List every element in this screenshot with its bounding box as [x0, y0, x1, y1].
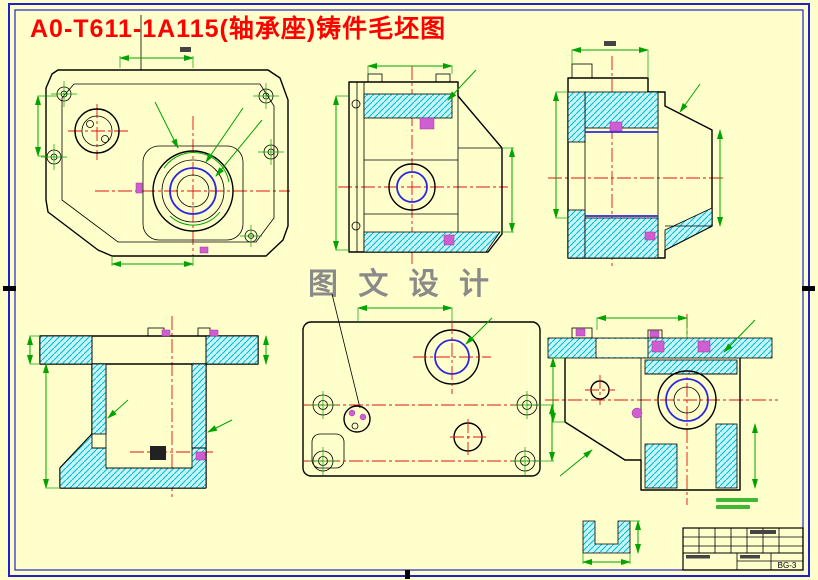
main-bore-circles	[152, 150, 234, 232]
title-block: BG-3	[682, 527, 804, 571]
core-mark	[150, 446, 166, 460]
view-bottom-plan	[302, 293, 555, 477]
bore-circle	[388, 163, 436, 211]
side-boss-circles	[74, 108, 120, 154]
view-bottom-front	[27, 316, 269, 500]
dimension-lines	[27, 335, 269, 489]
centering-mark-right	[802, 286, 815, 291]
drawing-code: BG-3	[778, 561, 797, 570]
dimension-lines	[582, 520, 641, 565]
hole-cluster	[343, 405, 371, 433]
flange-window	[596, 339, 648, 357]
bolt-holes	[41, 81, 284, 247]
sheet-frame	[3, 3, 815, 579]
flange-bore-circle	[413, 320, 491, 394]
bearing-bore-circle	[657, 370, 717, 430]
dimension-lines	[35, 55, 263, 267]
view-detail-channel	[582, 520, 641, 565]
dimension-lines	[553, 47, 723, 227]
view-top-plan	[35, 15, 290, 267]
view-side-section-right	[548, 41, 724, 266]
green-note	[716, 498, 758, 509]
view-front-section	[333, 63, 515, 266]
centering-mark-bottom	[405, 570, 410, 579]
dimension-lines	[333, 63, 515, 251]
dimension-lines	[550, 315, 758, 489]
view-bottom-side-section	[545, 314, 778, 509]
drawing-title: A0-T611-1A115(轴承座)铸件毛坯图	[30, 14, 446, 43]
small-hole	[585, 375, 615, 405]
watermark-text: 图 文 设 计	[308, 267, 495, 301]
centering-mark-left	[3, 286, 16, 291]
corner-holes	[309, 391, 540, 475]
mid-circle	[450, 419, 486, 455]
